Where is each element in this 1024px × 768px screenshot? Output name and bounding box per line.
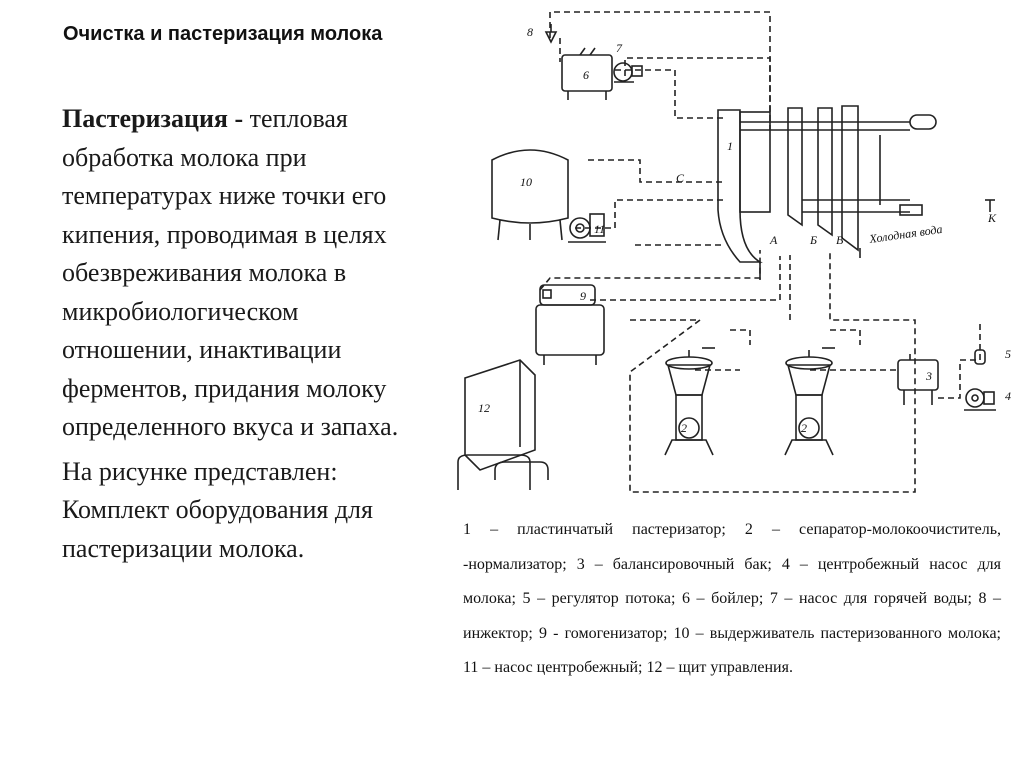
label-2a: 2 <box>681 421 687 435</box>
label-5: 5 <box>1005 347 1011 361</box>
hot-water-pump-7 <box>613 62 643 83</box>
label-3: 3 <box>925 369 932 383</box>
plate-pasteurizer-1 <box>717 105 995 280</box>
main-text: Пастеризация - тепловая обработка молока… <box>62 100 424 568</box>
label-C: С <box>676 171 685 185</box>
diagram-labels: 8 6 7 1 10 11 С А Б В К Холодная вода 9 … <box>478 25 1011 435</box>
note-paragraph: На рисунке представлен: Комплект оборудо… <box>62 456 373 563</box>
definition-paragraph: Пастеризация - тепловая обработка молока… <box>62 100 424 447</box>
label-9: 9 <box>580 289 586 303</box>
balance-tank-3 <box>897 354 939 405</box>
separator-2a <box>664 347 715 456</box>
milk-pump-4 <box>964 388 996 411</box>
control-panel-12 <box>457 359 549 490</box>
page-title: Очистка и пастеризация молока <box>63 23 383 45</box>
figure-caption: 1 – пластинчатый пастеризатор; 2 – сепар… <box>463 521 1001 676</box>
label-10: 10 <box>520 175 532 189</box>
label-V: В <box>836 233 844 247</box>
label-1: 1 <box>727 139 733 153</box>
label-8: 8 <box>527 25 533 39</box>
label-6: 6 <box>583 68 589 82</box>
label-2b: 2 <box>801 421 807 435</box>
homogenizer-9 <box>535 284 605 365</box>
definition-term: Пастеризация - <box>62 104 244 133</box>
label-cold-water: Холодная вода <box>867 222 943 246</box>
centrifugal-pump-11 <box>568 213 606 243</box>
separator-2b <box>784 347 835 456</box>
flow-regulator-5 <box>974 349 986 365</box>
holding-tank-10 <box>491 149 569 241</box>
pipelines <box>539 11 981 493</box>
definition-text: тепловая обработка молока при температур… <box>62 104 399 441</box>
label-7: 7 <box>616 41 623 55</box>
injector-8 <box>544 24 558 44</box>
label-12: 12 <box>478 401 490 415</box>
label-K: К <box>987 211 997 225</box>
label-11: 11 <box>594 222 605 236</box>
equipment-diagram: 8 6 7 1 10 11 С А Б В К Холодная вода 9 … <box>457 11 1011 493</box>
label-A: А <box>769 233 778 247</box>
label-4: 4 <box>1005 389 1011 403</box>
label-B: Б <box>809 233 817 247</box>
boiler-6 <box>561 47 613 100</box>
